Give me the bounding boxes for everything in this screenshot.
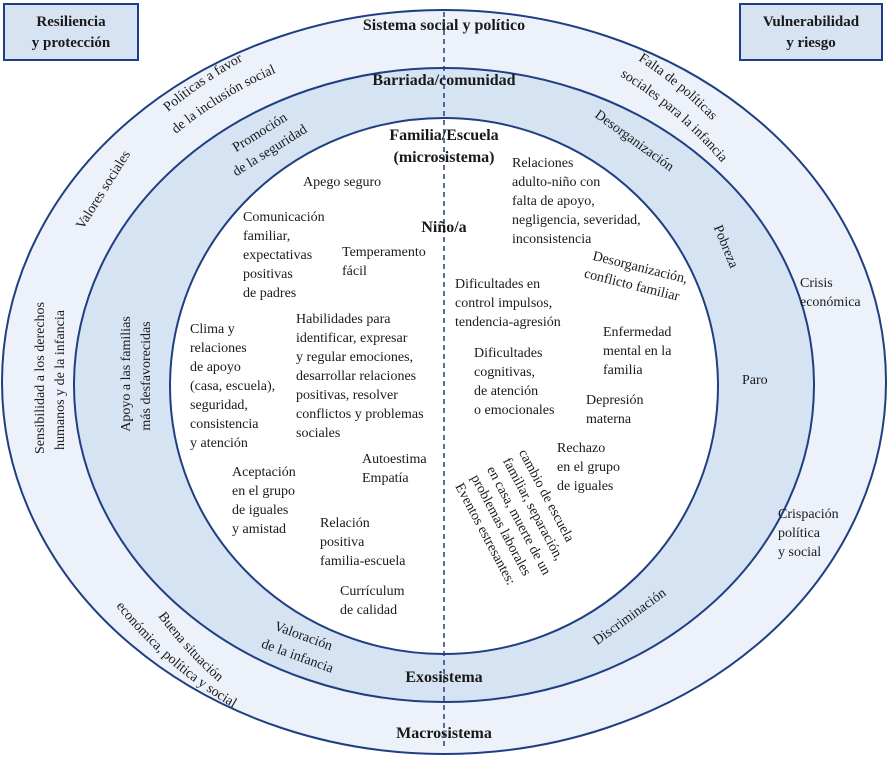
label-autoestima: Autoestima Empatía — [362, 452, 430, 486]
vulnerabilidad-box: Vulnerabilidad y riesgo — [739, 3, 883, 61]
resiliencia-box: Resiliencia y protección — [3, 3, 139, 61]
label-sensibilidad-l1: Sensibilidad a los derechos — [33, 302, 48, 454]
resiliencia-line2: y protección — [32, 35, 111, 51]
label-dificultades-cog: Dificultades cognitivas, de atención o e… — [474, 346, 554, 418]
label-rechazo: Rechazo en el grupo de iguales — [557, 441, 623, 494]
label-comunicacion: Comunicación familiar, expectativas posi… — [243, 210, 328, 301]
label-relaciones: Relaciones adulto-niño con falta de apoy… — [512, 156, 644, 247]
label-habilidades: Habilidades para identificar, expresar y… — [296, 312, 427, 441]
label-aceptacion: Aceptación en el grupo de iguales y amis… — [232, 465, 299, 537]
label-crispacion-l3: y social — [778, 545, 821, 560]
vulnerabilidad-line2: y riesgo — [786, 35, 836, 51]
label-crispacion-l2: política — [778, 526, 821, 541]
label-apoyo-l1: Apoyo a las familias — [119, 316, 134, 431]
title-familia-line2: (microsistema) — [394, 149, 495, 166]
label-crisis-l2: económica — [800, 295, 861, 310]
title-sistema-social: Sistema social y político — [363, 17, 525, 34]
label-clima: Clima y relaciones de apoyo (casa, escue… — [190, 322, 279, 451]
vulnerabilidad-line1: Vulnerabilidad — [763, 14, 860, 30]
label-relacion: Relación positiva familia-escuela — [320, 516, 406, 569]
title-exosistema: Exosistema — [405, 669, 482, 686]
title-familia-line1: Familia/Escuela — [389, 127, 498, 144]
label-depresion: Depresión materna — [586, 393, 647, 427]
label-dificultades-control: Dificultades en control impulsos, tenden… — [455, 277, 561, 330]
title-nino: Niño/a — [421, 219, 466, 236]
label-crisis-l1: Crisis — [800, 276, 833, 291]
label-crispacion-l1: Crispación — [778, 507, 839, 522]
label-sensibilidad-l2: humanos y de la infancia — [53, 309, 68, 450]
title-barriada: Barriada/comunidad — [372, 72, 515, 89]
label-temperamento: Temperamento fácil — [342, 245, 429, 279]
label-curriculum: Currículum de calidad — [340, 584, 408, 618]
label-apego: Apego seguro — [303, 175, 381, 190]
label-paro: Paro — [742, 373, 768, 388]
label-apoyo-l2: más desfavorecidas — [139, 321, 154, 430]
resiliencia-line1: Resiliencia — [36, 14, 106, 30]
label-enfermedad: Enfermedad mental en la familia — [603, 325, 675, 378]
title-macrosistema: Macrosistema — [396, 725, 492, 742]
